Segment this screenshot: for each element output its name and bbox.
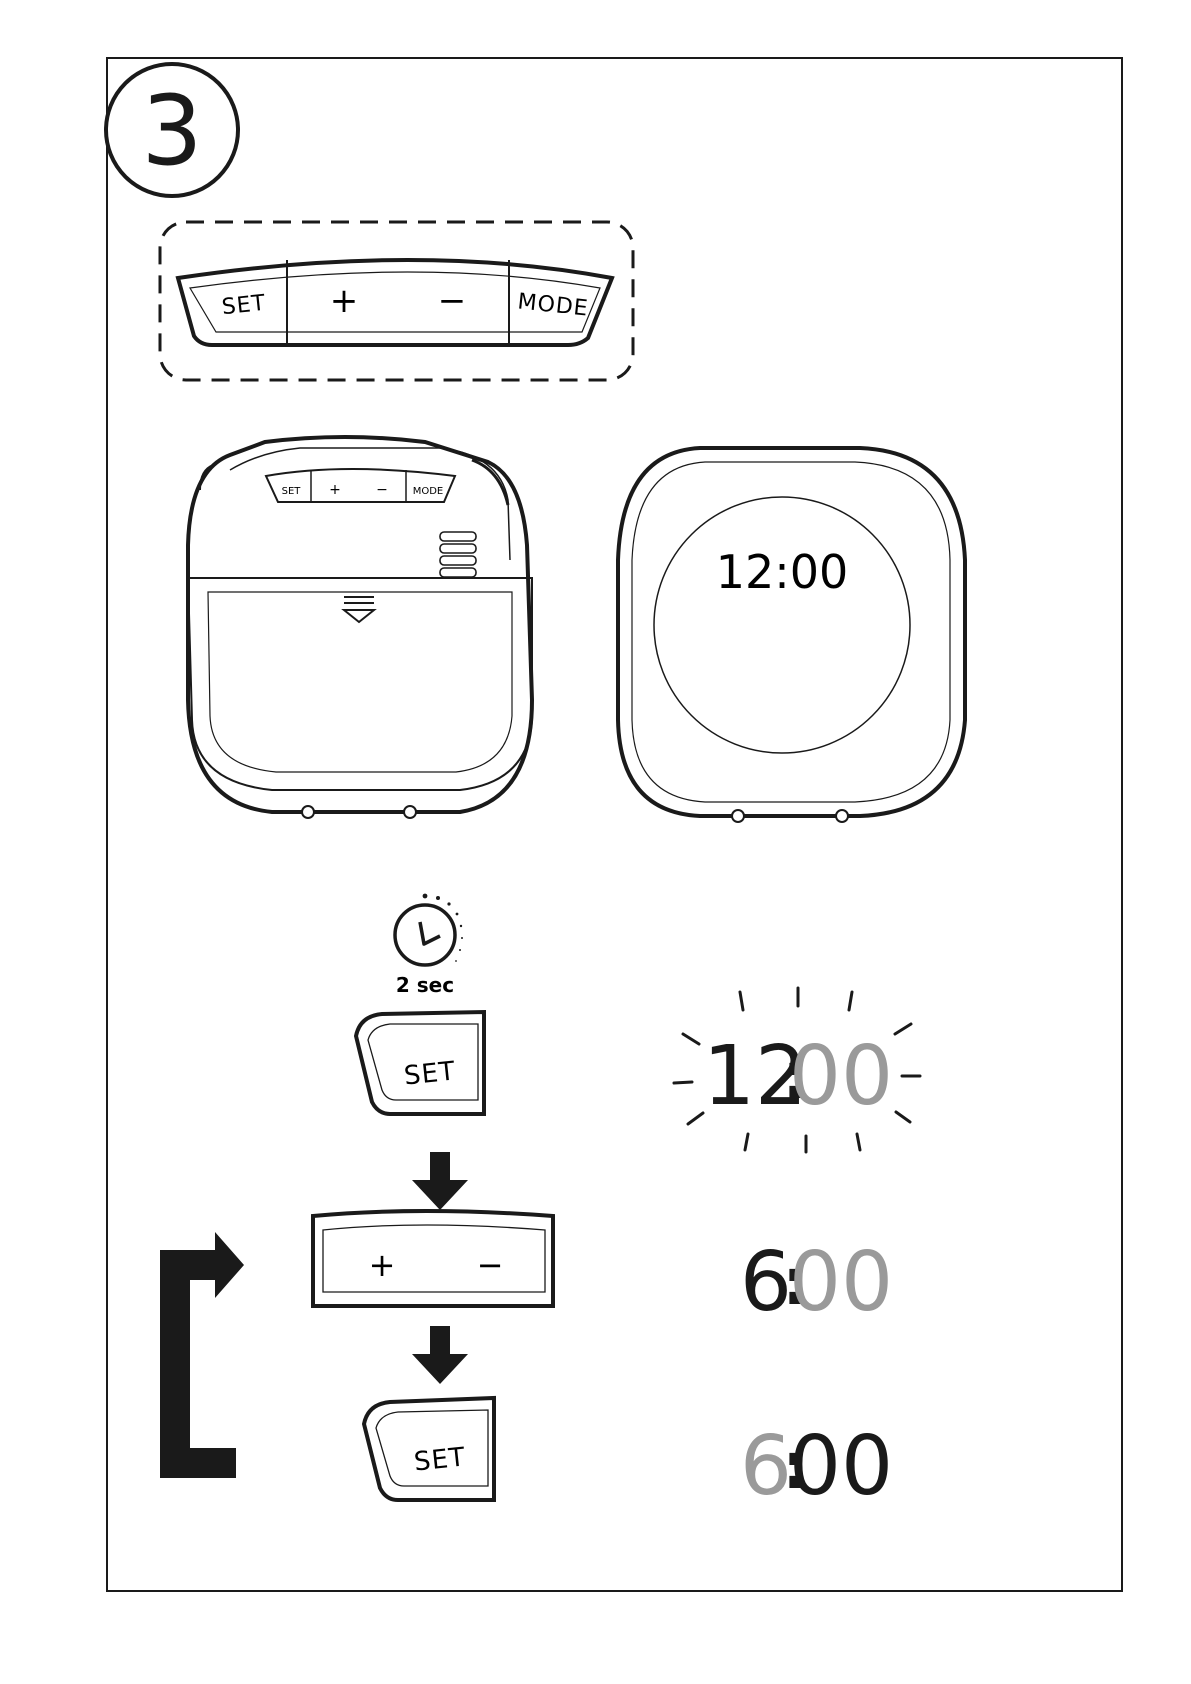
hold-timer: 2 sec bbox=[395, 894, 463, 997]
repeat-loop-arrow-icon bbox=[160, 1232, 244, 1478]
timer-icon bbox=[395, 905, 455, 965]
mini-set-button[interactable]: SET bbox=[282, 486, 302, 497]
front-dial bbox=[654, 497, 910, 753]
hold-duration: 2 sec bbox=[396, 973, 454, 997]
panel-set-button[interactable]: SET bbox=[221, 291, 268, 320]
plus-minus-press: + − bbox=[313, 1211, 553, 1306]
control-panel-callout: SET + − MODE bbox=[160, 222, 633, 380]
mini-mode-button[interactable]: MODE bbox=[413, 486, 444, 497]
display-blinking: 12 : 00 bbox=[674, 988, 920, 1152]
device-foot bbox=[836, 810, 848, 822]
device-top-view: SET + − MODE bbox=[188, 437, 532, 818]
display-minutes: 00 bbox=[789, 1235, 893, 1330]
set-button-press: SET bbox=[356, 1012, 484, 1114]
set-button-confirm: SET bbox=[364, 1398, 494, 1500]
display-minutes: 00 bbox=[789, 1419, 893, 1514]
display-minutes: 00 bbox=[789, 1029, 893, 1124]
set-button[interactable]: SET bbox=[403, 1056, 458, 1091]
down-arrow-icon bbox=[412, 1326, 468, 1384]
display-hours-adjust: 6 : 00 bbox=[740, 1235, 893, 1330]
step-badge: 3 bbox=[106, 64, 238, 196]
device-foot bbox=[302, 806, 314, 818]
mini-plus-button[interactable]: + bbox=[329, 482, 341, 498]
device-front-view: 12:00 bbox=[618, 448, 965, 822]
display-minutes-adjust: 6 : 00 bbox=[740, 1419, 893, 1514]
plus-button[interactable]: + bbox=[369, 1246, 396, 1284]
step-number: 3 bbox=[141, 75, 202, 187]
panel-minus-button[interactable]: − bbox=[438, 281, 467, 321]
minus-button[interactable]: − bbox=[477, 1246, 504, 1284]
down-arrow-icon bbox=[412, 1152, 468, 1210]
device-foot bbox=[404, 806, 416, 818]
set-button[interactable]: SET bbox=[413, 1442, 468, 1477]
panel-plus-button[interactable]: + bbox=[330, 281, 359, 321]
front-display-readout: 12:00 bbox=[716, 545, 849, 599]
mini-minus-button[interactable]: − bbox=[376, 482, 388, 498]
device-foot bbox=[732, 810, 744, 822]
